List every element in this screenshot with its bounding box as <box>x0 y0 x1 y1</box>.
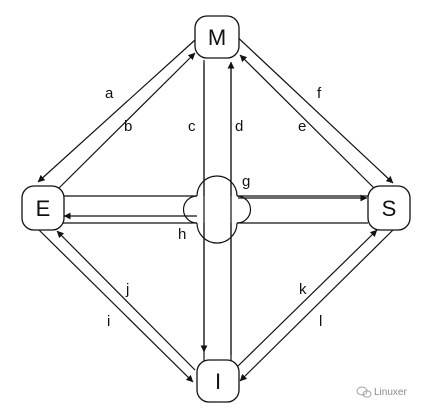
node-i: I <box>196 359 240 403</box>
node-i-label: I <box>215 369 221 394</box>
watermark: Linuxer <box>356 386 407 398</box>
node-e-label: E <box>36 196 51 221</box>
edge-i <box>37 228 194 383</box>
node-s-label: S <box>382 196 397 221</box>
edge-j <box>56 230 196 371</box>
label-l: l <box>319 313 322 330</box>
edge-l <box>239 229 394 382</box>
label-a: a <box>105 85 114 102</box>
node-e: E <box>21 185 65 231</box>
label-i: i <box>107 313 110 330</box>
edge-e <box>239 54 379 193</box>
label-f: f <box>317 85 322 102</box>
label-h: h <box>178 226 186 243</box>
node-s: S <box>367 185 411 231</box>
label-c: c <box>188 118 196 135</box>
label-j: j <box>125 281 129 298</box>
label-k: k <box>299 281 307 298</box>
watermark-text: Linuxer <box>374 387 407 398</box>
edge-k <box>237 229 378 367</box>
label-g: g <box>242 173 250 190</box>
wechat-icon <box>356 386 372 398</box>
label-b: b <box>124 118 132 135</box>
edge-a <box>37 39 196 183</box>
label-e: e <box>298 118 306 135</box>
edge-b <box>54 52 196 193</box>
label-d: d <box>235 118 243 135</box>
edge-f <box>231 31 394 184</box>
node-m-label: M <box>208 25 226 50</box>
node-m: M <box>194 15 240 59</box>
